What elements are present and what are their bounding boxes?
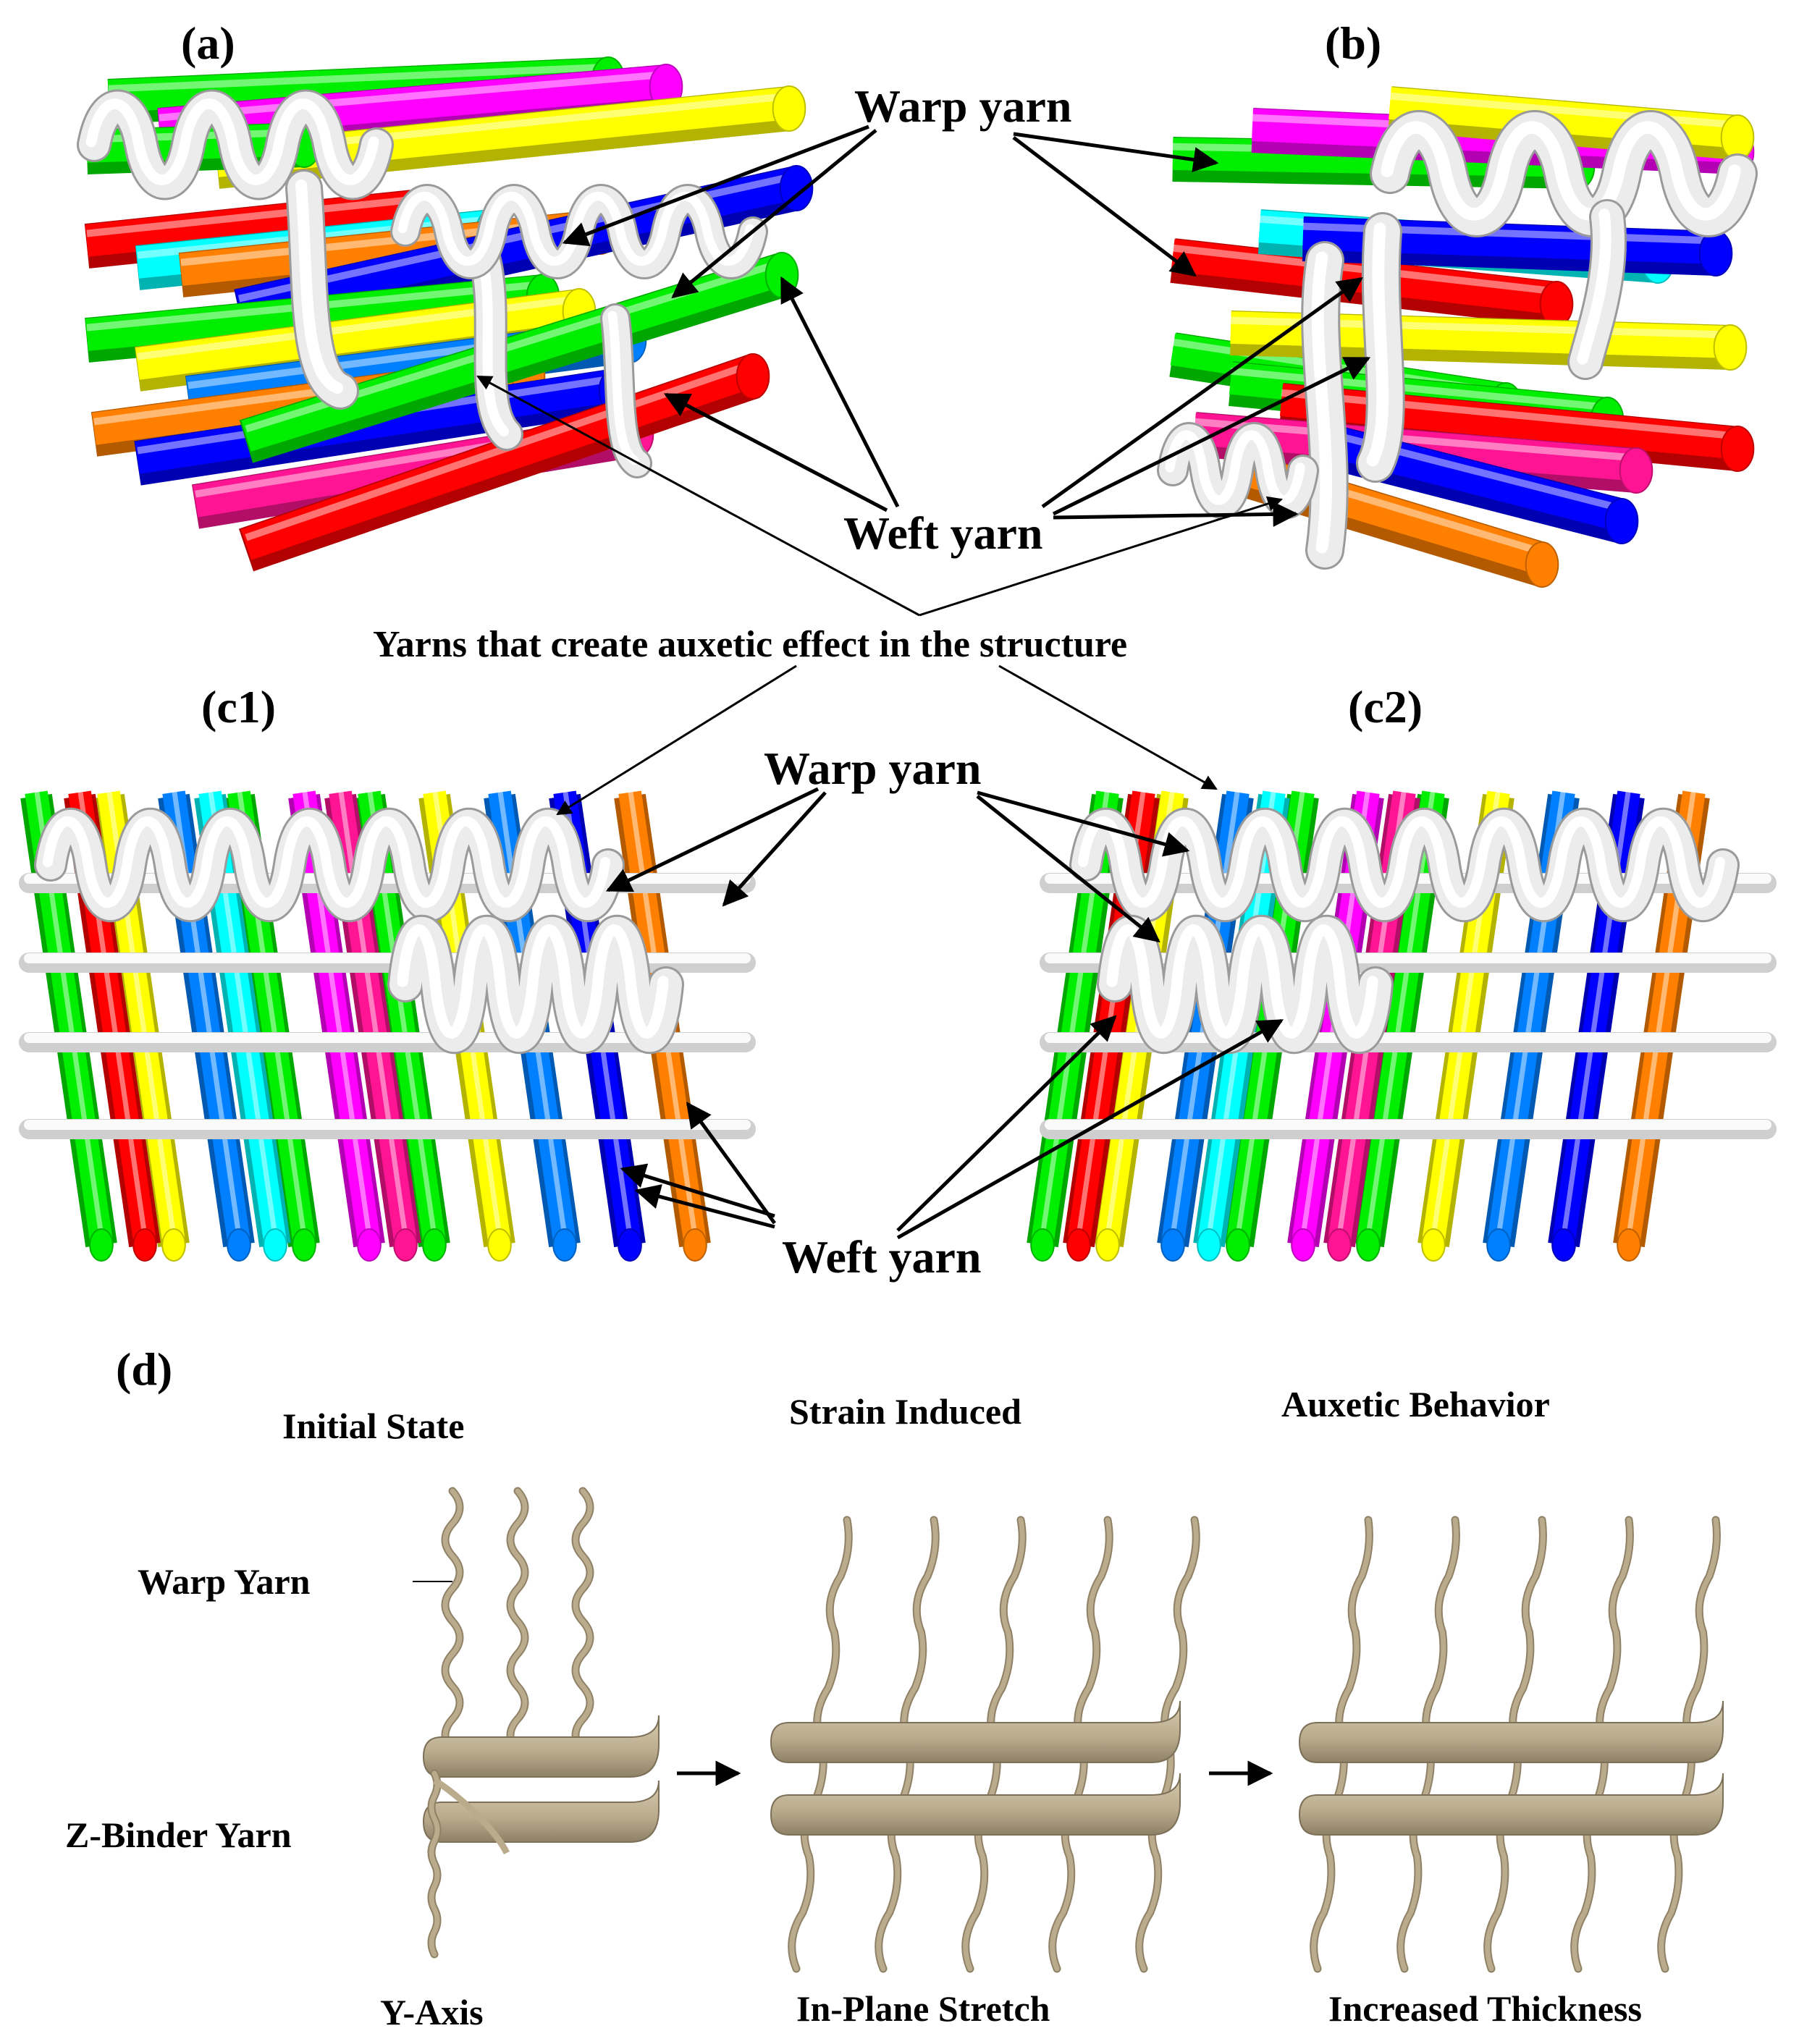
panel-b-illustration (1157, 86, 1758, 588)
z-binder-slab (770, 1773, 1181, 1836)
annotation-arrow (476, 375, 920, 617)
annotation-arrow (620, 1163, 775, 1218)
z-binder-slab (1298, 1700, 1724, 1763)
annotation-arrow (1041, 276, 1363, 509)
annotation-arrow (896, 1015, 1117, 1232)
panel-c1-tag: (c1) (201, 681, 277, 732)
panel-b-tag: (b) (1325, 17, 1382, 69)
annotation-arrow (686, 1102, 777, 1225)
panel-d-tag: (d) (116, 1343, 173, 1395)
stage-strain-induced: Strain Induced (789, 1391, 1021, 1432)
annotation-arrow (556, 664, 797, 816)
warp-yarn-rod (84, 187, 452, 269)
annotation-arrow (1013, 132, 1219, 172)
panel-a-tag: (a) (181, 17, 235, 69)
panel-a-illustration (77, 56, 814, 572)
stage-initial-state: Initial State (282, 1406, 465, 1446)
panel-d-illustration (413, 1487, 1724, 1973)
annotation-arrow (671, 129, 877, 299)
warp-yarn-side-label: Warp Yarn (138, 1561, 311, 1602)
increased-thickness-label: Increased Thickness (1328, 1988, 1642, 2029)
warp-yarn-rod (1352, 787, 1449, 1262)
annotation-arrow (634, 1184, 775, 1229)
warp-yarn-label-top: Warp yarn (854, 80, 1072, 132)
annotation-arrow (562, 124, 869, 247)
annotation-arrow (1052, 356, 1371, 516)
annotation-arrow (605, 787, 820, 892)
weft-yarn-label-top: Weft yarn (843, 507, 1043, 559)
z-binder-yarn-label: Z-Binder Yarn (65, 1815, 292, 1855)
z-binder-slab (1298, 1773, 1724, 1836)
binder-loop (432, 1777, 510, 1855)
annotation-arrow (919, 496, 1284, 617)
warp-yarn-rod (1279, 383, 1755, 472)
z-binder-slab (770, 1700, 1181, 1763)
annotation-arrow (1053, 501, 1299, 527)
warp-yarn-label-mid: Warp yarn (764, 743, 982, 794)
annotation-arrow (998, 664, 1218, 790)
annotation-arrow (780, 276, 900, 508)
warp-yarn-rod (324, 787, 421, 1262)
weft-yarn-label-mid: Weft yarn (782, 1231, 982, 1283)
panel-c2-illustration (1027, 787, 1777, 1262)
panel-c2-tag: (c2) (1348, 681, 1423, 732)
y-axis-label: Y-Axis (380, 1992, 484, 2032)
annotation-arrow (976, 795, 1160, 943)
stage-auxetic-behavior: Auxetic Behavior (1281, 1384, 1550, 1424)
annotation-arrow (977, 790, 1190, 857)
annotation-arrow (722, 791, 827, 907)
in-plane-stretch-label: In-Plane Stretch (796, 1988, 1050, 2029)
z-binder-slab (422, 1780, 660, 1843)
annotation-arrow (663, 392, 888, 512)
annotation-arrow (1012, 136, 1197, 277)
auxetic-effect-note: Yarns that create auxetic effect in the … (373, 624, 1128, 665)
z-binder-slab (422, 1715, 660, 1778)
annotation-arrow (896, 1018, 1284, 1240)
annotation-arrows (476, 124, 1371, 1786)
